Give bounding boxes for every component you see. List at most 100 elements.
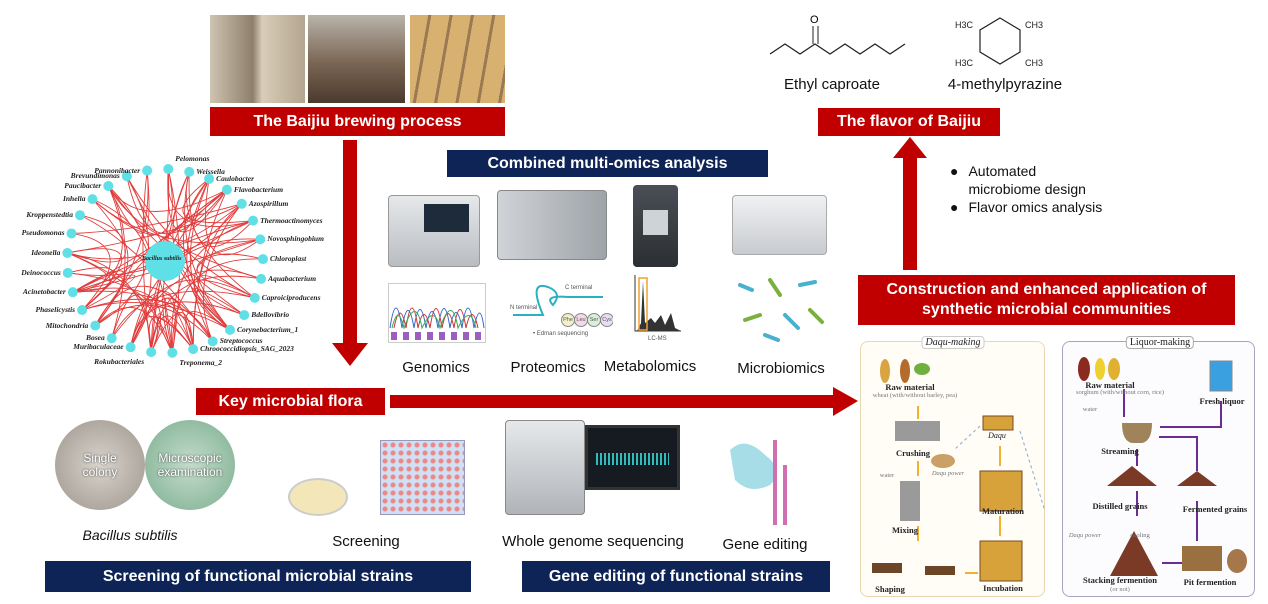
network-node-label: Azospirillum — [248, 198, 289, 208]
network-node — [188, 344, 199, 355]
metabolomics-chromatogram — [634, 275, 681, 332]
pyrazine-structure — [979, 17, 1021, 65]
daqu-label: Daqu — [988, 431, 1006, 440]
network-edge — [205, 178, 261, 256]
network-edge — [111, 290, 255, 339]
network-node-label: Deinococcus — [21, 267, 61, 277]
network-node-label: Phaselicystis — [35, 305, 76, 315]
proteomics-diagram — [513, 284, 613, 327]
residue-phe: Phe — [563, 317, 573, 323]
liquor-water-label: water — [1082, 406, 1098, 413]
network-edge — [126, 176, 228, 234]
network-node-label: Streptococcus — [219, 336, 263, 346]
cooling-label: cooling — [1130, 532, 1150, 539]
liquor-daqu-power: Daqu power — [1068, 532, 1102, 539]
banner-construction: Construction and enhanced application of… — [858, 275, 1235, 325]
network-node — [67, 287, 78, 298]
microbes-illustration — [738, 278, 824, 342]
network-node — [207, 336, 218, 347]
genomics-chromatogram — [388, 283, 486, 343]
network-node — [221, 184, 232, 195]
network-edge — [72, 290, 194, 350]
network-node-label: Paucibacter — [64, 180, 102, 190]
banner-brewing-process: The Baijiu brewing process — [210, 107, 505, 136]
proteomics-label: Proteomics — [510, 359, 586, 376]
network-center-node — [145, 241, 185, 281]
ethyl-caproate-structure: O — [769, 14, 906, 55]
network-edge — [67, 198, 126, 263]
network-edge — [94, 304, 214, 342]
daqu-power-label: Daqu power — [931, 470, 965, 477]
network-node — [146, 347, 157, 358]
photo-daqu-bricks — [210, 15, 305, 103]
species-label: Bacillus subtilis — [82, 527, 178, 543]
bullet-item: ●Flavor omics analysis — [950, 199, 1103, 215]
network-node — [248, 215, 259, 226]
fresh-liquor-label: Fresh liquor — [1199, 396, 1245, 406]
network-node — [125, 342, 136, 353]
network-edge — [186, 178, 231, 331]
network-node — [184, 166, 195, 177]
sequencer-computer — [505, 420, 585, 515]
network-edge — [67, 252, 173, 353]
ch3-bottom: CH3 — [1025, 58, 1044, 68]
network-edge — [171, 220, 254, 353]
network-edge — [142, 170, 152, 353]
screening-petri — [288, 478, 348, 516]
microscopic-label: Microscopic examination — [157, 451, 223, 479]
network-node-label: Ideonella — [31, 247, 61, 257]
network-edge — [150, 275, 262, 353]
network-edge — [92, 198, 261, 244]
photo-steaming-grains — [308, 15, 405, 103]
c-terminal-label: C terminal — [565, 285, 593, 291]
network-node — [77, 305, 88, 316]
fermented-label: Fermented grains — [1182, 504, 1248, 514]
network-node-label: Pseudomonas — [21, 228, 65, 238]
crushing-label: Crushing — [895, 448, 931, 458]
screening-label: Screening — [332, 533, 400, 550]
stacking-label: Stacking fermention — [1083, 575, 1157, 585]
network-node — [66, 228, 77, 239]
network-node-label: Caproiciproducens — [261, 292, 321, 302]
banner-multiomics: Combined multi-omics analysis — [447, 150, 768, 177]
network-node-label: Caulobacter — [216, 173, 254, 183]
daqu-water-label: water — [879, 472, 895, 479]
arrow-down — [332, 343, 368, 366]
petri-dish-colony: Single colony — [55, 420, 145, 510]
monitor — [585, 425, 680, 490]
network-edge — [72, 287, 161, 353]
arrow-right — [833, 387, 858, 416]
network-node-label: Treponema_2 — [179, 357, 222, 367]
network-node-label: Brevundimonas — [70, 171, 120, 181]
sequencer-instrument — [388, 195, 480, 267]
methylpyrazine-label: 4-methylpyrazine — [947, 76, 1063, 93]
network-node-label: Kroppenstedtia — [26, 210, 73, 220]
network-edge — [107, 185, 228, 212]
bullet-list: ●Automated microbiome design ●Flavor omi… — [950, 162, 1102, 216]
network-node — [106, 333, 117, 344]
banner-key-flora: Key microbial flora — [196, 388, 385, 415]
daqu-title: Daqu-making — [921, 336, 985, 349]
network-node — [255, 234, 266, 245]
network-center-label: Bacillus subtilis — [142, 256, 182, 262]
n-terminal-label: N terminal — [510, 305, 538, 311]
single-colony-label: Single colony — [82, 451, 118, 479]
network-node-label: Pelomonas — [175, 154, 210, 164]
network-node-label: Acinetobacter — [22, 287, 66, 297]
network-edge — [72, 270, 126, 326]
daqu-raw-sub: wheat (with/without barley, pea) — [872, 392, 958, 399]
network-edge — [192, 189, 228, 350]
microbiome-instrument — [732, 195, 827, 255]
network-node-label: Novosphingobium — [267, 234, 324, 244]
network-edge — [185, 171, 256, 299]
residue-leu: Leu — [576, 317, 586, 323]
network-edge — [111, 290, 176, 353]
oxygen-label: O — [810, 14, 819, 26]
photo-fermentation-room — [410, 15, 505, 103]
network-edge — [167, 169, 228, 233]
streaming-label: Streaming — [1101, 446, 1139, 456]
network-edge — [130, 269, 262, 348]
network-node-label: Inhella — [62, 194, 86, 204]
network-edge — [81, 302, 231, 331]
